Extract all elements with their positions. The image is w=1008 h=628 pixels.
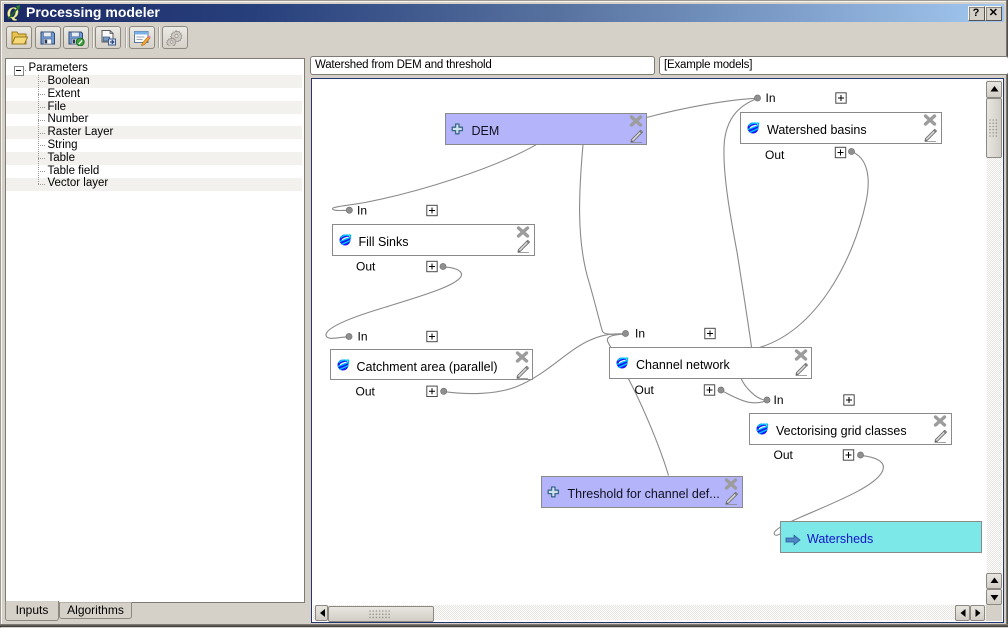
svg-text:In: In <box>357 203 367 217</box>
svg-text:Out: Out <box>774 448 794 462</box>
svg-text:Out: Out <box>356 260 376 274</box>
svg-text:In: In <box>358 330 368 344</box>
svg-text:In: In <box>766 91 776 105</box>
svg-text:In: In <box>774 393 784 407</box>
svg-text:Out: Out <box>356 385 376 399</box>
svg-text:Out: Out <box>765 148 785 162</box>
svg-text:In: In <box>635 327 645 341</box>
svg-text:Out: Out <box>635 383 655 397</box>
